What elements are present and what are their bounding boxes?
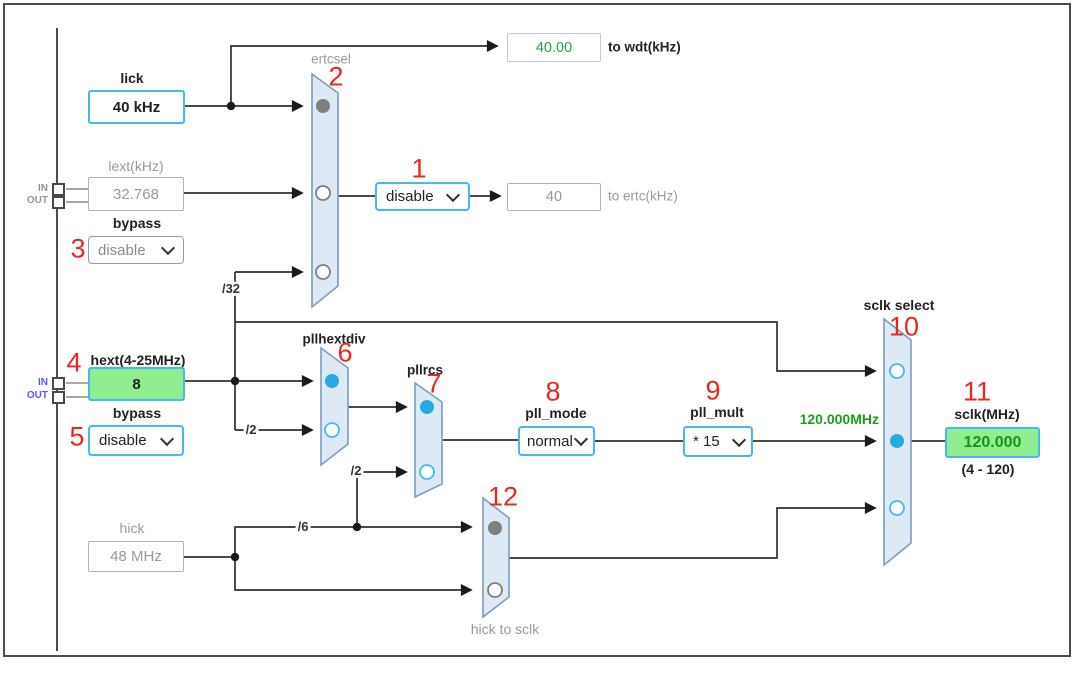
div2-pllrcs-label: /2 (348, 462, 364, 479)
sclk-select-input-3[interactable] (889, 500, 905, 516)
pllrcs-mux (414, 381, 443, 499)
lext-out-pin (52, 196, 65, 209)
lext-bypass-value: disable (98, 241, 146, 259)
hick-to-sclk-mux (482, 496, 510, 619)
lext-port-in-label: IN (38, 183, 48, 194)
ertc-caption: to ertc(kHz) (608, 188, 678, 204)
ertcsel-input-hext-div32[interactable] (315, 264, 331, 280)
junction-dots (226, 101, 362, 562)
wire-hext-to-sclkselect (235, 321, 877, 377)
lick-value-box: 40 kHz (88, 90, 185, 124)
lext-in-pin (52, 183, 65, 196)
pll-mode-label: pll_mode (525, 405, 587, 421)
hext-bypass-value: disable (99, 432, 147, 449)
hext-bypass-dropdown[interactable]: disable (88, 425, 184, 456)
pllhextdiv-mux-label: pllhextdiv (302, 331, 366, 347)
chevron-down-icon (160, 240, 176, 256)
wire-div2-to-pllrcs (356, 466, 408, 528)
wire-lick-to-wdt (230, 40, 499, 106)
hick-value-box: 48 MHz (88, 541, 184, 572)
badge-12: 12 (487, 481, 519, 512)
sclk-select-input-1[interactable] (889, 363, 905, 379)
pll-mult-value: * 15 (693, 433, 720, 450)
div6-label: /6 (295, 518, 311, 535)
mux-selectors (315, 99, 905, 598)
lext-label: lext(kHz) (108, 158, 164, 174)
chevron-down-icon (573, 431, 589, 447)
hick-to-sclk-input-2[interactable] (487, 582, 503, 598)
ertc-enable-value: disable (386, 188, 434, 205)
chevron-down-icon (445, 187, 461, 202)
lext-value-input[interactable]: 32.768 (88, 177, 184, 211)
lext-port-out-label: OUT (26, 195, 48, 206)
hext-label: hext(4-25MHz) (90, 352, 186, 368)
pll-mult-label: pll_mult (690, 404, 744, 420)
sclk-output-box: 120.000 (945, 427, 1040, 458)
chevron-down-icon (731, 432, 747, 447)
pllhextdiv-input-2[interactable] (324, 422, 340, 438)
badge-9: 9 (705, 375, 721, 406)
badge-11: 11 (962, 376, 992, 407)
badge-8: 8 (545, 376, 561, 407)
hext-port-in-label: IN (38, 377, 48, 388)
badge-3: 3 (70, 233, 86, 264)
pll-mode-value: normal (527, 432, 573, 450)
wire-mux12-to-sclkselect (509, 502, 877, 559)
sclk-range-label: (4 - 120) (961, 461, 1015, 477)
sclk-label: sclk(MHz) (954, 406, 1020, 422)
div32-label: /32 (219, 280, 243, 297)
badge-4: 4 (66, 347, 82, 378)
badge-10: 10 (888, 311, 920, 342)
badge-5: 5 (69, 421, 85, 452)
hick-to-sclk-mux-label: hick to sclk (470, 621, 540, 637)
hext-out-pin (52, 391, 65, 404)
pllrcs-mux-label: pllrcs (406, 362, 444, 378)
lick-label: lick (120, 70, 144, 86)
pll-mult-dropdown[interactable]: * 15 (683, 426, 753, 457)
chevron-down-icon (159, 431, 175, 446)
sclk-select-mux-label: sclk select (863, 297, 935, 313)
pllrcs-input-2[interactable] (419, 464, 435, 480)
ertc-output-box: 40 (507, 183, 601, 211)
hick-to-sclk-input-1-selected[interactable] (488, 521, 502, 535)
hext-value-input[interactable]: 8 (88, 367, 185, 401)
ertcsel-input-lext[interactable] (315, 185, 331, 201)
div2-prediv-label: /2 (243, 421, 259, 438)
pllhextdiv-input-1-selected[interactable] (325, 374, 339, 388)
hext-in-pin (52, 377, 65, 390)
hext-bypass-label: bypass (112, 405, 162, 421)
hext-port-out-label: OUT (26, 390, 48, 401)
ertcsel-mux-label: ertcsel (311, 51, 351, 67)
wdt-value: 40.00 (535, 39, 573, 56)
wires (184, 40, 946, 596)
wire-div6-to-mux12 (234, 521, 473, 557)
wire-hick-to-mux12 (234, 557, 473, 596)
sclk-value: 120.000 (963, 433, 1022, 451)
lext-bypass-dropdown[interactable]: disable (88, 236, 184, 264)
ertcsel-input-lick-selected[interactable] (316, 99, 330, 113)
sclk-select-input-2-selected[interactable] (890, 434, 904, 448)
badge-6: 6 (337, 337, 353, 368)
badge-2: 2 (328, 61, 344, 92)
hick-label: hick (119, 520, 145, 536)
badge-1: 1 (411, 153, 427, 184)
pin-connector-lines (66, 188, 88, 398)
badge-7: 7 (426, 368, 442, 399)
pll-mode-dropdown[interactable]: normal (518, 426, 595, 456)
mux-shapes (311, 72, 912, 619)
diagram-frame (3, 3, 1071, 657)
pllrcs-input-1-selected[interactable] (420, 400, 434, 414)
wdt-output-box: 40.00 (507, 33, 601, 62)
lext-bypass-label: bypass (112, 215, 162, 231)
wdt-caption: to wdt(kHz) (608, 39, 681, 55)
pll-frequency-label: 120.000MHz (799, 411, 879, 427)
ertc-enable-dropdown[interactable]: disable (375, 182, 470, 211)
